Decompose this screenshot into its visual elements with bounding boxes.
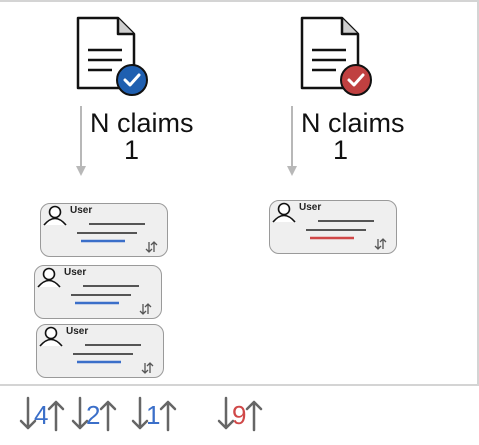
frame-top-border (0, 0, 479, 2)
footer-counters: 4 2 1 9 (0, 386, 479, 445)
swap-arrows-icon (374, 238, 387, 250)
claims-count: 1 (124, 135, 140, 165)
user-avatar-icon (43, 205, 67, 226)
claims-label: N claims (301, 108, 405, 138)
user-avatar-icon (37, 267, 61, 288)
flow-arrow-line (80, 106, 82, 168)
card-graphics (272, 202, 387, 250)
user-avatar-icon (39, 326, 63, 347)
claim-card[interactable]: User (36, 324, 164, 378)
counter-value: 2 (86, 400, 101, 430)
retweet-counter: 9 (216, 394, 266, 441)
swap-arrows-icon (71, 396, 117, 432)
document-check-icon (300, 16, 372, 96)
card-graphics (39, 326, 154, 374)
retweet-counter: 1 (130, 394, 180, 441)
card-user-label: User (66, 326, 89, 337)
document-check-icon (76, 16, 148, 96)
retweet-counter: 2 (70, 394, 120, 441)
card-user-label: User (299, 202, 322, 213)
swap-arrows-icon (131, 396, 177, 432)
claim-card[interactable]: User (269, 200, 397, 254)
flow-arrow-line (291, 106, 293, 168)
flow-arrow-head (76, 166, 86, 176)
claim-card[interactable]: User (40, 203, 168, 257)
swap-arrows-icon (217, 396, 263, 432)
swap-arrows-icon (19, 396, 65, 432)
swap-arrows-icon (141, 362, 154, 374)
swap-arrows-icon (139, 303, 152, 315)
user-avatar-icon (272, 202, 296, 223)
swap-arrows-icon (145, 241, 158, 253)
claim-card[interactable]: User (34, 265, 162, 319)
diagram-frame (0, 0, 479, 386)
card-user-label: User (64, 267, 87, 278)
counter-value: 4 (34, 400, 49, 430)
card-user-label: User (70, 205, 93, 216)
flow-arrow-head (287, 166, 297, 176)
card-graphics (37, 267, 152, 315)
counter-value: 9 (232, 400, 247, 430)
retweet-counter: 4 (18, 394, 68, 441)
counter-value: 1 (146, 400, 161, 430)
claims-label: N claims (90, 108, 194, 138)
claims-count: 1 (333, 135, 349, 165)
card-graphics (43, 205, 158, 253)
